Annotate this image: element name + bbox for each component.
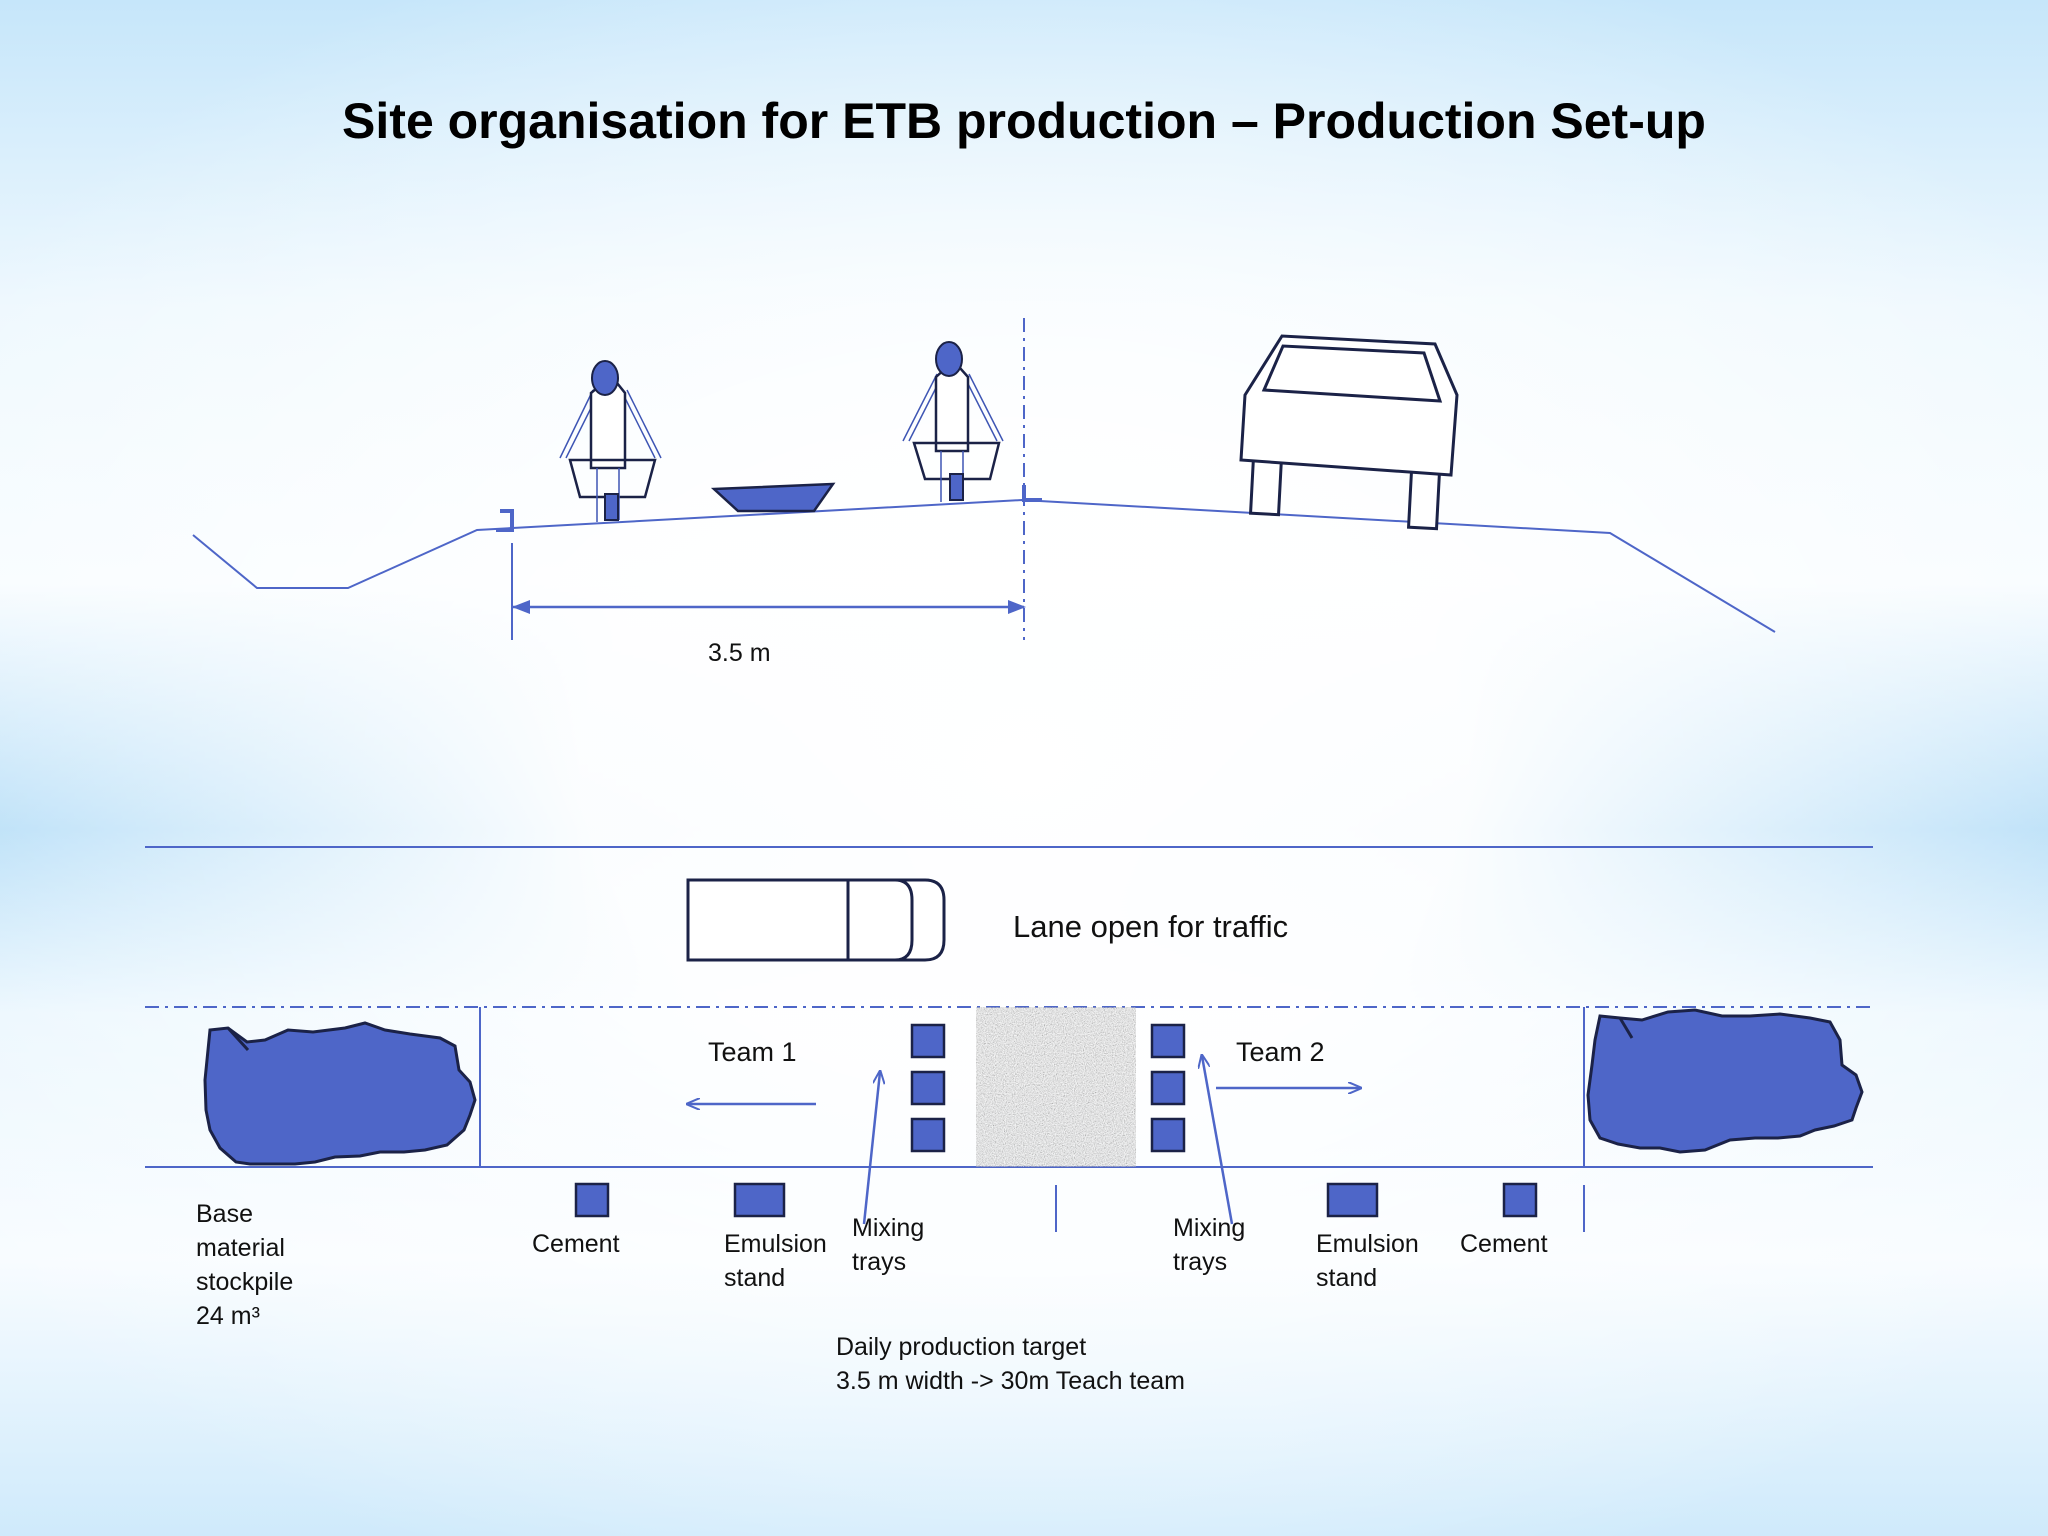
- stockpile-label: Base material stockpile 24 m³: [196, 1200, 294, 1330]
- etb-mixed-patch: [976, 1007, 1136, 1167]
- centre-kerb-marker: [1022, 485, 1042, 502]
- team1-label: Team 1: [708, 1037, 797, 1067]
- worker-left-figure: [559, 360, 662, 522]
- cement-label-left: Cement: [532, 1230, 620, 1258]
- worker-right-figure: [902, 341, 1004, 502]
- emulsion-label-left: Emulsion stand: [724, 1230, 827, 1292]
- mixing-trays-right-pointer: [1202, 1056, 1234, 1225]
- truck-top-view: [686, 878, 946, 962]
- dimension-label: 3.5 m: [708, 639, 771, 667]
- page-title: Site organisation for ETB production – P…: [342, 93, 1706, 149]
- dimension-arrow-left: [512, 600, 530, 614]
- emulsion-label-right: Emulsion stand: [1316, 1230, 1419, 1292]
- stockpile-left: [203, 1021, 477, 1166]
- mixing-trays-left: [910, 1023, 946, 1153]
- mixing-label-left: Mixing trays: [852, 1214, 925, 1276]
- plan-view: [145, 846, 1873, 1232]
- team2-label: Team 2: [1236, 1037, 1325, 1067]
- lane-open-label: Lane open for traffic: [1013, 909, 1289, 944]
- mixing-trays-right: [1150, 1023, 1186, 1153]
- emulsion-block-left: [733, 1182, 786, 1218]
- cement-label-right: Cement: [1460, 1230, 1548, 1258]
- mixing-label-right: Mixing trays: [1173, 1214, 1246, 1276]
- stockpile-right: [1586, 1008, 1864, 1154]
- cement-block-left: [574, 1182, 610, 1218]
- road-cross-section: [192, 318, 1776, 640]
- emulsion-block-right: [1326, 1182, 1379, 1218]
- cement-block-right: [1502, 1182, 1538, 1218]
- road-profile: [192, 498, 1776, 633]
- mixing-tray-cross-section: [710, 482, 836, 513]
- production-target-label: Daily production target 3.5 m width -> 3…: [836, 1333, 1186, 1395]
- mixing-trays-left-pointer: [862, 1072, 880, 1225]
- car-rear-view: [1239, 334, 1459, 531]
- left-kerb-marker: [496, 509, 514, 532]
